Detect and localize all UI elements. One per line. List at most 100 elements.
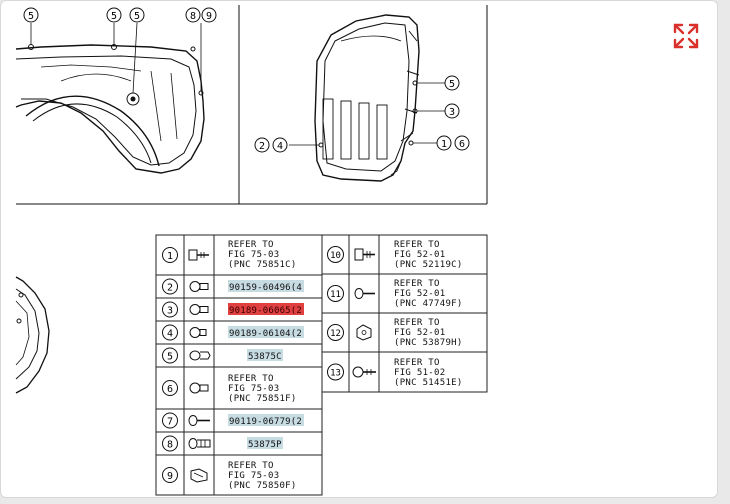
parts-diagram: 5 5 5 8 9 [15, 5, 488, 496]
diagram-card: 5 5 5 8 9 [0, 0, 718, 498]
svg-text:90189-06065(2: 90189-06065(2 [229, 306, 302, 316]
svg-text:53875C: 53875C [248, 352, 282, 362]
clip-icon [189, 304, 209, 315]
part-number-highlight [228, 326, 304, 338]
svg-text:90159-60496(4: 90159-60496(4 [229, 283, 302, 293]
svg-text:8: 8 [167, 440, 173, 451]
svg-text:(PNC 53879H): (PNC 53879H) [394, 338, 463, 348]
svg-text:1: 1 [167, 251, 173, 262]
expand-arrows-icon [673, 23, 699, 49]
svg-text:REFER TO: REFER TO [394, 279, 440, 289]
clip-icon [189, 281, 209, 292]
svg-text:FIG 75-03: FIG 75-03 [228, 250, 279, 260]
svg-text:3: 3 [449, 107, 455, 118]
legend-row-2[interactable]: 2 90159-60496(4 [162, 278, 305, 295]
svg-text:9: 9 [206, 11, 212, 22]
fender-side-view [289, 5, 488, 204]
svg-text:5: 5 [167, 352, 173, 363]
svg-text:10: 10 [330, 251, 341, 261]
callout-front-5b: 5 [106, 7, 122, 23]
callout-side-6: 6 [454, 135, 470, 151]
push-rivet-icon [188, 438, 211, 449]
svg-text:REFER TO: REFER TO [394, 318, 440, 328]
svg-text:FIG 52-01: FIG 52-01 [394, 289, 445, 299]
svg-text:90119-06779(2: 90119-06779(2 [229, 417, 302, 427]
svg-text:13: 13 [330, 369, 341, 379]
svg-text:9: 9 [167, 471, 173, 482]
svg-text:12: 12 [330, 329, 341, 339]
callout-front-5c: 5 [129, 7, 145, 23]
svg-text:REFER TO: REFER TO [228, 461, 274, 471]
svg-text:FIG 52-01: FIG 52-01 [394, 250, 445, 260]
svg-text:REFER TO: REFER TO [228, 374, 274, 384]
bolt-icon [354, 288, 375, 299]
svg-text:(PNC 52119C): (PNC 52119C) [394, 260, 463, 270]
svg-text:5: 5 [111, 11, 117, 22]
svg-text:3: 3 [167, 306, 173, 317]
legend-row-1[interactable]: 1 REFER TO FIG 75-03 (PNC 75851C) [162, 240, 297, 270]
legend-row-7[interactable]: 7 90119-06779(2 [162, 412, 305, 429]
svg-text:90189-06104(2: 90189-06104(2 [229, 329, 302, 339]
legend-row-12[interactable]: 12 REFER TO FIG 52-01 (PNC 53879H) [327, 318, 463, 348]
svg-text:FIG 75-03: FIG 75-03 [228, 384, 279, 394]
part-number-highlight [247, 349, 283, 361]
callout-side-3: 3 [444, 103, 460, 119]
svg-text:6: 6 [167, 384, 173, 395]
callout-side-2: 2 [254, 137, 270, 153]
svg-text:7: 7 [167, 417, 173, 428]
legend-row-5[interactable]: 5 53875C [162, 347, 284, 364]
svg-text:2: 2 [167, 283, 173, 294]
screw-icon [188, 415, 210, 426]
callout-side-1: 1 [436, 135, 452, 151]
legend-row-3[interactable]: 3 90189-06065(2 [162, 301, 305, 318]
callout-side-4: 4 [272, 137, 288, 153]
bolt-washer-icon [354, 248, 375, 261]
expand-button[interactable] [672, 22, 700, 50]
legend-row-11[interactable]: 11 REFER TO FIG 52-01 (PNC 47749F) [327, 279, 463, 309]
legend-row-10[interactable]: 10 REFER TO FIG 52-01 (PNC 52119C) [327, 240, 463, 270]
svg-text:4: 4 [277, 141, 283, 152]
clip-icon [189, 382, 209, 394]
screw-grommet-icon [188, 249, 209, 261]
part-number-highlight [228, 280, 304, 292]
svg-text:FIG 52-01: FIG 52-01 [394, 328, 445, 338]
svg-text:REFER TO: REFER TO [228, 240, 274, 250]
part-number-selected [228, 303, 304, 315]
legend-row-4[interactable]: 4 90189-06104(2 [162, 324, 305, 341]
svg-text:6: 6 [459, 139, 465, 150]
legend-row-9[interactable]: 9 REFER TO FIG 75-03 (PNC 75850F) [162, 461, 297, 491]
legend-row-6[interactable]: 6 REFER TO FIG 75-03 (PNC 75851F) [162, 374, 297, 404]
nut-clip-icon [190, 468, 208, 483]
svg-text:REFER TO: REFER TO [394, 240, 440, 250]
part-number-highlight [228, 414, 304, 426]
svg-text:5: 5 [449, 79, 455, 90]
svg-text:1: 1 [441, 139, 447, 150]
part-number-highlight [247, 437, 283, 449]
svg-text:(PNC 75851F): (PNC 75851F) [228, 394, 297, 404]
svg-text:8: 8 [190, 11, 196, 22]
svg-text:(PNC 75851C): (PNC 75851C) [228, 260, 297, 270]
callout-front-8: 8 [185, 7, 201, 23]
svg-text:FIG 51-02: FIG 51-02 [394, 368, 445, 378]
screw-icon [352, 366, 376, 378]
svg-text:5: 5 [28, 11, 34, 22]
clip-icon [189, 327, 207, 338]
svg-text:4: 4 [167, 329, 173, 340]
callout-front-5a: 5 [23, 7, 39, 23]
legend-row-13[interactable]: 13 REFER TO FIG 51-02 (PNC 51451E) [327, 358, 463, 388]
callout-side-5: 5 [444, 75, 460, 91]
push-clip-icon [189, 350, 211, 361]
svg-text:(PNC 47749F): (PNC 47749F) [394, 299, 463, 309]
callout-front-9: 9 [201, 7, 217, 23]
svg-text:(PNC 75850F): (PNC 75850F) [228, 481, 297, 491]
svg-text:(PNC 51451E): (PNC 51451E) [394, 378, 463, 388]
svg-text:FIG 75-03: FIG 75-03 [228, 471, 279, 481]
svg-text:REFER TO: REFER TO [394, 358, 440, 368]
liner-partial-view [15, 276, 50, 394]
legend-table [155, 234, 488, 496]
fender-front-view [15, 5, 487, 205]
legend-row-8[interactable]: 8 53875P [162, 435, 284, 452]
svg-text:53875P: 53875P [248, 440, 282, 450]
svg-text:5: 5 [134, 11, 140, 22]
svg-text:11: 11 [330, 290, 341, 300]
